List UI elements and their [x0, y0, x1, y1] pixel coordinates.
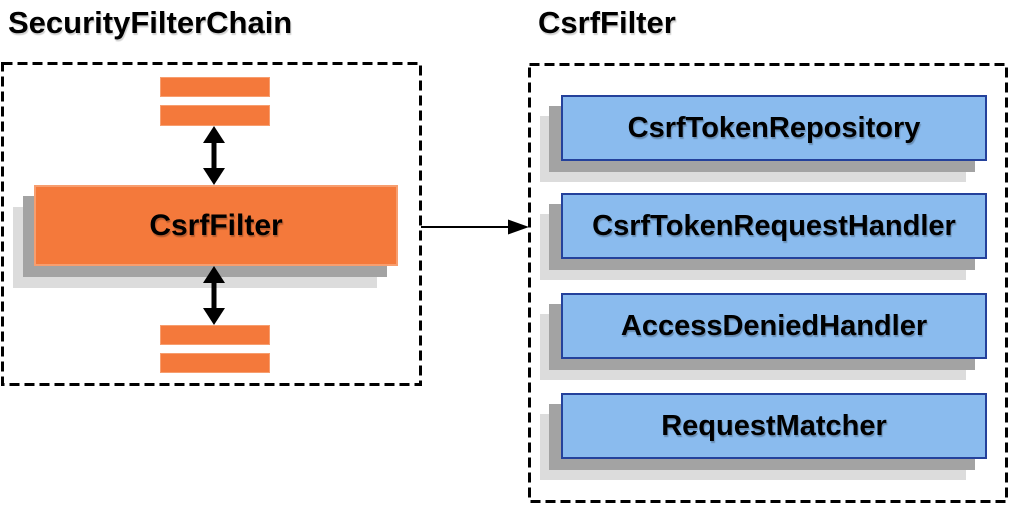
- security-filter-chain-boundary: [1, 62, 422, 386]
- component-node-csrf-token-request-handler: CsrfTokenRequestHandler: [561, 193, 987, 259]
- component-label: CsrfTokenRequestHandler: [592, 209, 956, 242]
- component-node-access-denied-handler: AccessDeniedHandler: [561, 293, 987, 359]
- csrf-filter-boundary: [528, 63, 1008, 503]
- other-filter-bar-bottom-1: [160, 325, 270, 345]
- other-filter-bar-top-2: [160, 105, 270, 126]
- csrf-filter-node: CsrfFilter: [34, 185, 398, 266]
- bidirectional-arrow-bottom-icon: [203, 266, 225, 325]
- bidirectional-arrow-top-icon: [203, 126, 225, 185]
- other-filter-bar-bottom-2: [160, 353, 270, 373]
- flow-arrow-icon: [421, 219, 529, 235]
- component-label: RequestMatcher: [661, 409, 887, 442]
- component-label: CsrfTokenRepository: [627, 111, 921, 144]
- component-node-csrf-token-repository: CsrfTokenRepository: [561, 95, 987, 161]
- csrf-filter-title: CsrfFilter: [538, 5, 676, 40]
- component-label: AccessDeniedHandler: [620, 309, 928, 342]
- component-node-request-matcher: RequestMatcher: [561, 393, 987, 459]
- security-filter-chain-title: SecurityFilterChain: [8, 5, 293, 40]
- csrf-filter-node-label: CsrfFilter: [149, 208, 283, 242]
- other-filter-bar-top-1: [160, 77, 270, 97]
